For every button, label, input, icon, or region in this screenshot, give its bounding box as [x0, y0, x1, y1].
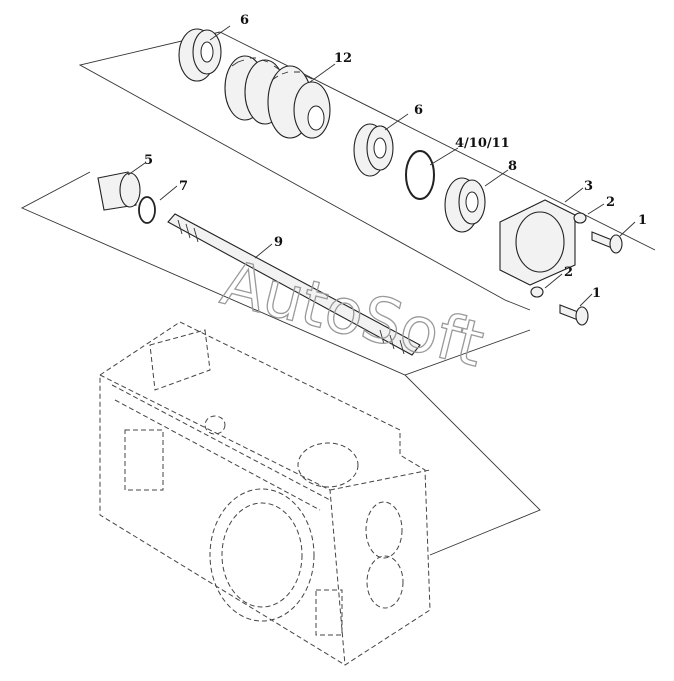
part-labels: 6 12 6 4/10/11 8 5 7 3 2 1 9 2 1	[144, 13, 647, 301]
shaft-part-9	[167, 213, 421, 356]
part-label-3: 3	[584, 179, 593, 194]
part-label-9: 9	[274, 235, 283, 250]
bolt-part-1-top	[591, 231, 623, 254]
circlip-part-7	[138, 196, 156, 224]
bearing-part-6-top	[178, 28, 222, 82]
part-label-2-bottom: 2	[564, 265, 573, 280]
needle-bearing-part-5	[97, 171, 141, 211]
part-label-1-bottom: 1	[592, 286, 601, 301]
part-label-4-10-11: 4/10/11	[455, 136, 510, 151]
gear-cluster-part-12	[224, 55, 331, 139]
part-label-8: 8	[508, 159, 517, 174]
part-label-7: 7	[179, 179, 188, 194]
washer-part-2-bottom	[530, 286, 544, 298]
leader-lines	[127, 25, 636, 307]
watermark-text: AutoSoft	[215, 246, 491, 381]
snap-ring-part-4-10-11	[405, 150, 435, 200]
part-label-1-top: 1	[638, 213, 647, 228]
bolt-part-1-bottom	[559, 304, 589, 326]
washer-part-2-top	[573, 212, 587, 224]
bearing-cover-part-3	[499, 199, 576, 286]
part-label-12: 12	[334, 51, 352, 66]
bearing-part-8	[444, 177, 486, 233]
assembly-outline-lower	[20, 171, 541, 556]
bearing-part-6-middle	[353, 123, 394, 177]
part-label-5: 5	[144, 153, 153, 168]
part-label-6-middle: 6	[414, 103, 423, 118]
part-label-6-top: 6	[240, 13, 249, 28]
part-label-2-top: 2	[606, 195, 615, 210]
gearbox-housing	[99, 321, 431, 666]
